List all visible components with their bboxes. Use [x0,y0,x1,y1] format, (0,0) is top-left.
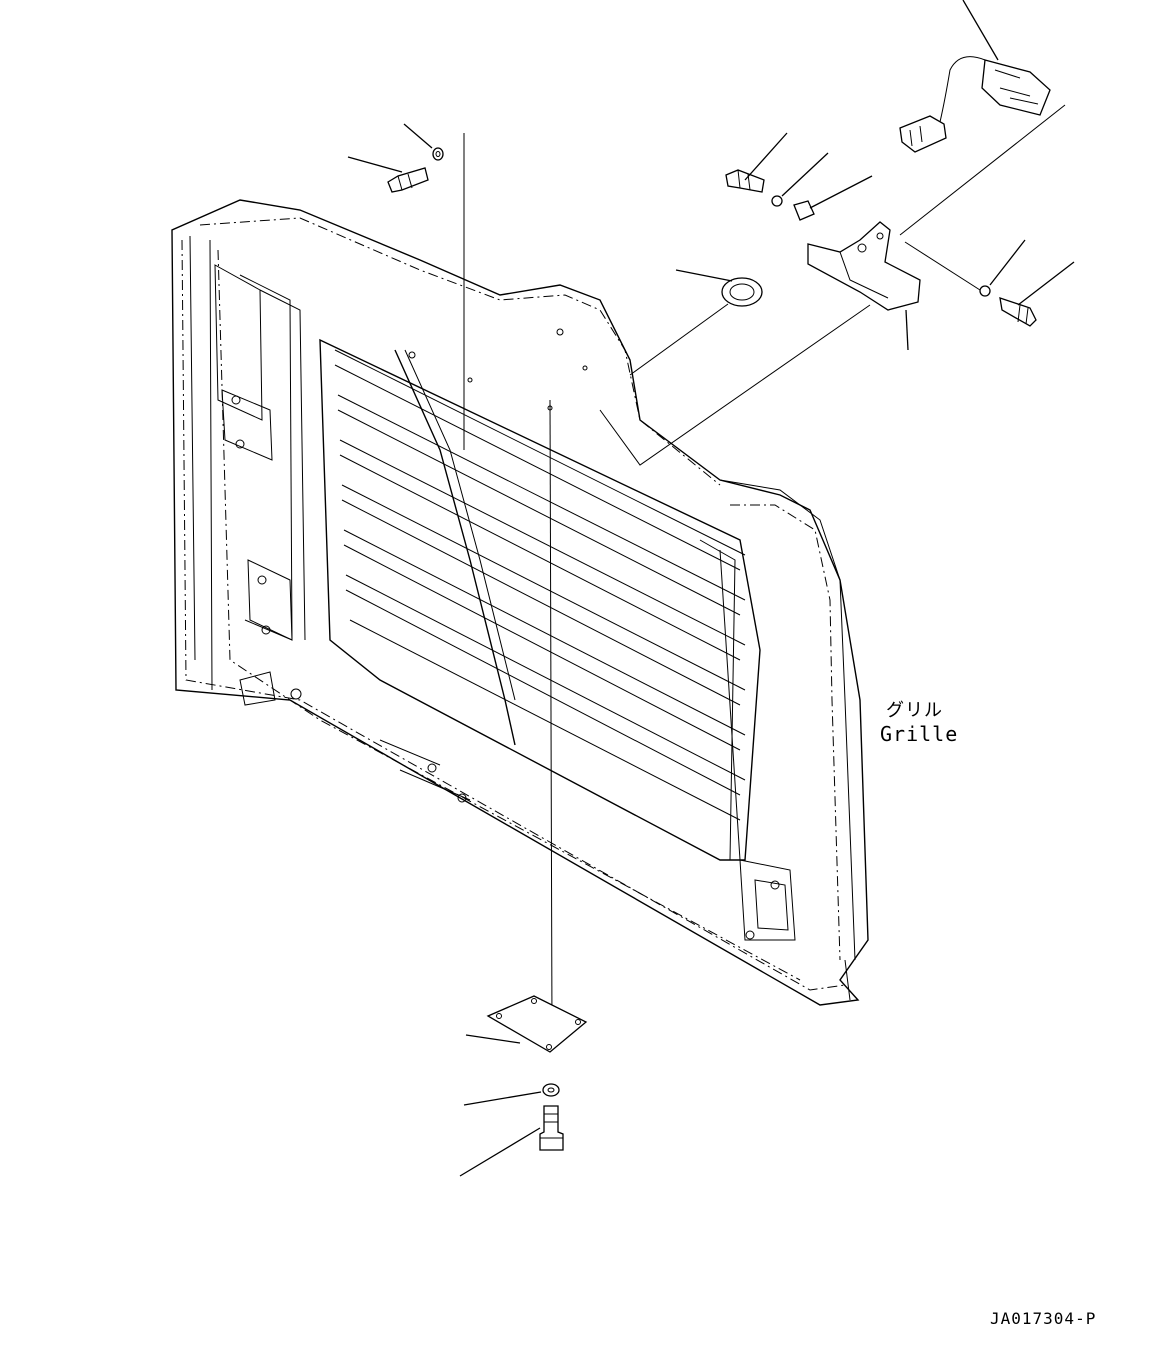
grille-louvers [319,328,761,861]
grille-label-en: Grille [880,722,959,746]
grille-frame [171,199,869,1006]
switch-bracket [599,221,981,466]
switch-assembly [899,0,1066,236]
bottom-cover-assembly [459,399,588,1177]
grommet [629,269,763,376]
bolt-top-left [347,123,465,450]
left-side-bracket [214,264,306,706]
bracket-fasteners [725,132,873,221]
drawing-id: JA017304-P [990,1309,1097,1328]
bolt-right [979,239,1075,327]
grille-label-jp: グリル [886,700,943,721]
lower-right-bracket [379,739,796,941]
